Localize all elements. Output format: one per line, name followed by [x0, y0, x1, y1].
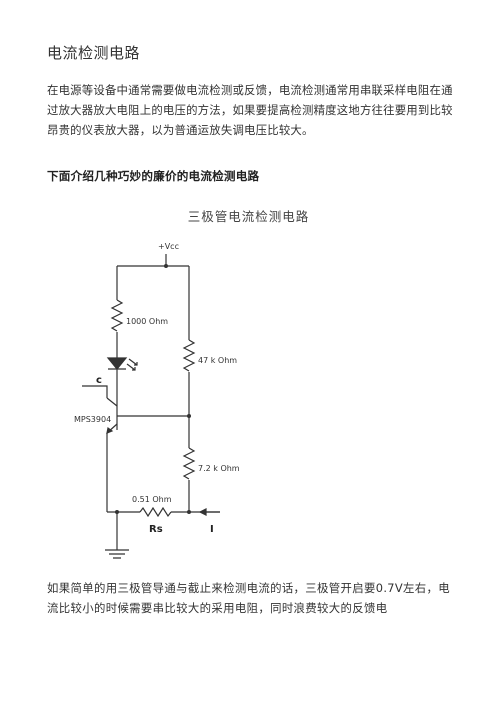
supply-label: +Vcc — [158, 242, 179, 251]
rs-name-label: Rs — [149, 524, 163, 535]
r1-label: 1000 Ohm — [126, 317, 168, 326]
output-label: c — [96, 375, 102, 386]
junction-dot-bottom-right — [187, 510, 191, 514]
transistor-emitter-arrow — [106, 426, 114, 434]
current-arrow-head — [198, 508, 207, 516]
transistor-collector — [106, 397, 118, 407]
r3-resistor — [182, 447, 196, 480]
page-title: 电流检测电路 — [47, 44, 141, 62]
led-symbol — [106, 357, 128, 370]
circuit-diagram: +Vcc 1000 Ohm 47 k Ohm 7.2 k Ohm 0.51 Oh… — [74, 242, 240, 559]
junction-dot-mid — [187, 414, 191, 418]
junction-dot-top — [164, 264, 168, 268]
ground-symbol — [105, 549, 129, 559]
collector-wire — [82, 385, 108, 398]
current-label: I — [210, 524, 214, 535]
figure-caption: 三极管电流检测电路 — [187, 209, 310, 224]
r2-label: 47 k Ohm — [198, 356, 237, 365]
r3-label: 7.2 k Ohm — [198, 464, 240, 473]
rs-resistor — [139, 506, 172, 518]
r2-resistor — [182, 339, 196, 372]
junction-dot-bottom-left — [115, 510, 119, 514]
rs-value-label: 0.51 Ohm — [132, 495, 172, 504]
bottom-paragraph: 如果简单的用三极管导通与截止来检测电流的话，三极管开启要0.7V左右，电流比较小… — [47, 581, 451, 615]
led-arrow-1 — [126, 363, 136, 371]
intro-paragraph: 在电源等设备中通常需要做电流检测或反馈，电流检测通常用串联采样电阻在通过放大器放… — [47, 83, 453, 137]
r1-resistor — [110, 299, 124, 332]
transistor-label: MPS3904 — [74, 415, 111, 424]
led-arrow-2 — [128, 358, 138, 366]
section-heading: 下面介绍几种巧妙的廉价的电流检测电路 — [47, 169, 260, 183]
